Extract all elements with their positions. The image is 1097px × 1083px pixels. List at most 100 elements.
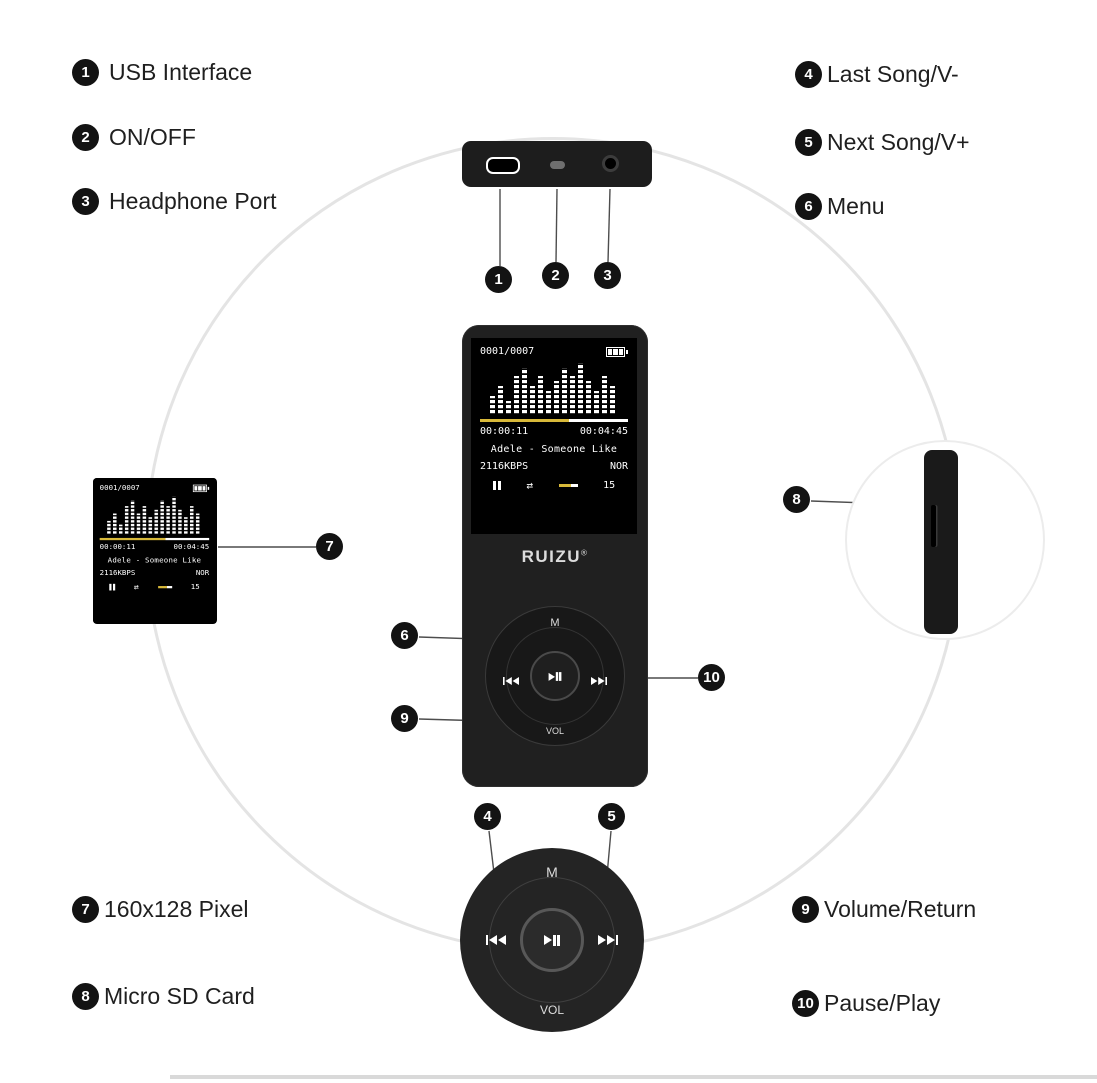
- volume-bar-icon: [558, 484, 578, 487]
- progress-bar: [99, 537, 210, 541]
- badge-4: 4: [795, 61, 822, 88]
- eq-mode: NOR: [195, 569, 210, 578]
- badge-10-pointer: 10: [698, 664, 725, 691]
- power-switch: [550, 161, 565, 169]
- badge-2-pointer: 2: [542, 262, 569, 289]
- usb-port: [486, 157, 520, 174]
- label-pause-play: 10 Pause/Play: [792, 990, 940, 1017]
- badge-2: 2: [72, 124, 99, 151]
- play-pause-icon: [548, 671, 562, 681]
- track-counter: 0001/0007: [99, 483, 140, 493]
- label-text: Last Song/V-: [827, 61, 959, 87]
- player-screen: 0001/0007: [471, 338, 637, 534]
- badge-6-pointer: 6: [391, 622, 418, 649]
- player-screen-mini: 0001/0007: [93, 478, 216, 624]
- menu-button: M: [546, 864, 558, 880]
- label-text: Pause/Play: [824, 990, 941, 1016]
- play-pause-button: [530, 651, 580, 701]
- label-text: ON/OFF: [109, 124, 196, 150]
- song-title: Adele - Someone Like: [107, 556, 202, 565]
- micro-sd-slot: [931, 505, 936, 547]
- screen-status-row: 0001/0007: [480, 346, 628, 357]
- volume-button: VOL: [545, 726, 565, 736]
- volume-bar-icon: [157, 586, 172, 589]
- bitrate: 2116KBPS: [99, 569, 136, 578]
- track-counter: 0001/0007: [480, 346, 535, 357]
- pad-ring: [506, 627, 604, 725]
- device-top-edge: [462, 141, 652, 187]
- screen-bottom-row: ⇄ 15: [100, 582, 210, 592]
- total-time: 00:04:45: [173, 543, 210, 552]
- label-text: Volume/Return: [824, 896, 977, 922]
- badge-3-pointer: 3: [594, 262, 621, 289]
- shuffle-icon: ⇄: [526, 479, 533, 492]
- device-side-edge: [924, 450, 958, 634]
- label-last-song: 4 Last Song/V-: [795, 61, 959, 88]
- play-pause-icon: [544, 934, 560, 946]
- pause-icon: [492, 481, 501, 490]
- badge-9-pointer: 9: [391, 705, 418, 732]
- control-pad: M VOL: [485, 606, 625, 746]
- menu-button: M: [550, 617, 560, 629]
- badge-8-label: 8: [72, 983, 99, 1010]
- previous-icon: [503, 677, 519, 685]
- brand-logo: RUIZU®: [521, 547, 589, 566]
- label-usb-interface: 1 USB Interface: [72, 59, 252, 86]
- screen-closeup: 0001/0007: [93, 478, 217, 624]
- next-icon: [598, 935, 618, 945]
- label-text: Headphone Port: [109, 188, 277, 214]
- label-next-song: 5 Next Song/V+: [795, 129, 970, 156]
- label-headphone-port: 3 Headphone Port: [72, 188, 277, 215]
- label-pixel: 7 160x128 Pixel: [72, 896, 249, 923]
- label-volume-return: 9 Volume/Return: [792, 896, 976, 923]
- registered-mark: ®: [581, 548, 589, 558]
- headphone-jack: [602, 155, 619, 172]
- label-micro-sd: 8 Micro SD Card: [72, 983, 255, 1010]
- label-menu: 6 Menu: [795, 193, 885, 220]
- badge-7-label: 7: [72, 896, 99, 923]
- previous-icon: [486, 935, 506, 945]
- badge-5-pointer: 5: [598, 803, 625, 830]
- time-row: 00:00:11 00:04:45: [480, 426, 628, 437]
- volume-level: 15: [190, 583, 200, 592]
- equalizer-visualization: [490, 363, 615, 414]
- screen-status-row: 0001/0007: [100, 484, 210, 492]
- badge-7-pointer: 7: [316, 533, 343, 560]
- elapsed-time: 00:00:11: [480, 426, 529, 437]
- label-text: 160x128 Pixel: [104, 896, 249, 922]
- next-icon: [591, 677, 607, 685]
- battery-icon: [192, 484, 210, 492]
- shuffle-icon: ⇄: [133, 582, 139, 592]
- equalizer-visualization: [107, 496, 200, 535]
- label-text: USB Interface: [109, 59, 253, 85]
- screen-bottom-row: ⇄ 15: [480, 479, 628, 492]
- battery-icon: [606, 346, 628, 357]
- badge-6-label: 6: [795, 193, 822, 220]
- progress-bar: [480, 419, 628, 422]
- badge-9-label: 9: [792, 896, 819, 923]
- badge-8-pointer: 8: [783, 486, 810, 513]
- badge-5: 5: [795, 129, 822, 156]
- meta-row: 2116KBPS NOR: [100, 569, 210, 577]
- screen-frame: 0001/0007: [471, 338, 637, 534]
- time-row: 00:00:11 00:04:45: [100, 543, 210, 551]
- badge-1: 1: [72, 59, 99, 86]
- label-text: Menu: [827, 193, 885, 219]
- label-on-off: 2 ON/OFF: [72, 124, 196, 151]
- total-time: 00:04:45: [579, 426, 628, 437]
- song-title: Adele - Someone Like: [490, 444, 618, 455]
- volume-level: 15: [603, 480, 616, 491]
- badge-10-label: 10: [792, 990, 819, 1017]
- eq-mode: NOR: [609, 461, 628, 472]
- volume-button: VOL: [539, 1003, 565, 1017]
- pause-icon: [109, 583, 116, 591]
- label-text: Next Song/V+: [827, 129, 970, 155]
- label-text: Micro SD Card: [104, 983, 255, 1009]
- bottom-divider: [170, 1075, 1097, 1079]
- badge-3: 3: [72, 188, 99, 215]
- badge-1-pointer: 1: [485, 266, 512, 293]
- play-pause-button: [520, 908, 584, 972]
- bitrate: 2116KBPS: [480, 461, 529, 472]
- control-pad-closeup: M VOL: [460, 848, 644, 1032]
